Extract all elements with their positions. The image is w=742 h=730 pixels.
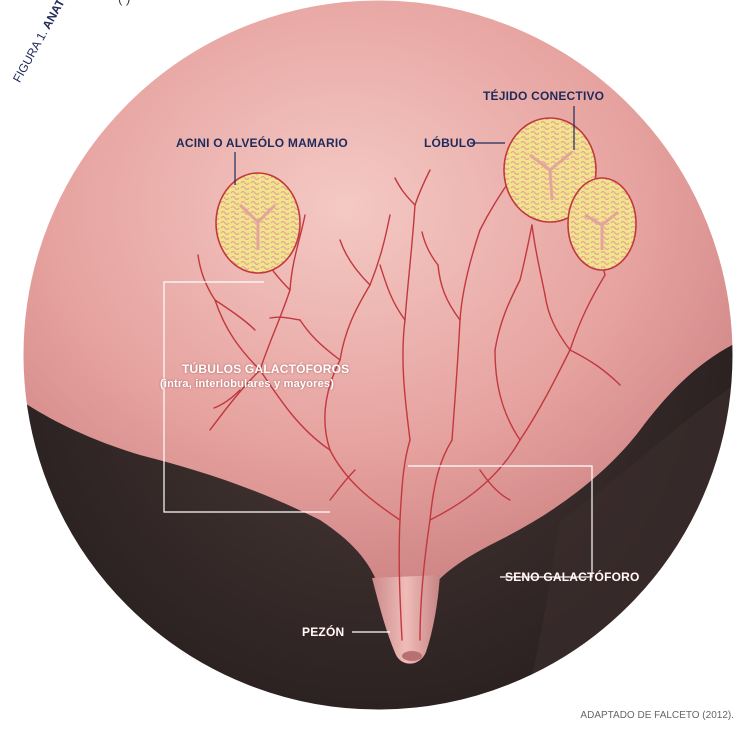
label-acini: ACINI O ALVEÓLO MAMARIO <box>176 136 348 150</box>
lobule-lower <box>568 178 636 270</box>
label-lobulo: LÓBULO <box>424 136 476 150</box>
source-note: ADAPTADO DE FALCETO (2012). <box>580 710 734 721</box>
label-tejido-conectivo: TÉJIDO CONECTIVO <box>483 89 604 103</box>
top-fragment-text: ( ) <box>118 0 130 6</box>
label-tubulos-line2: (intra, interlobulares y mayores) <box>160 377 334 391</box>
label-seno: SENO GALACTÓFORO <box>505 570 640 584</box>
label-pezon: PEZÓN <box>302 625 344 639</box>
teat-tip <box>402 651 422 661</box>
label-tubulos-line1: TÚBULOS GALACTÓFOROS <box>182 362 349 376</box>
alveolus-left <box>216 173 300 273</box>
